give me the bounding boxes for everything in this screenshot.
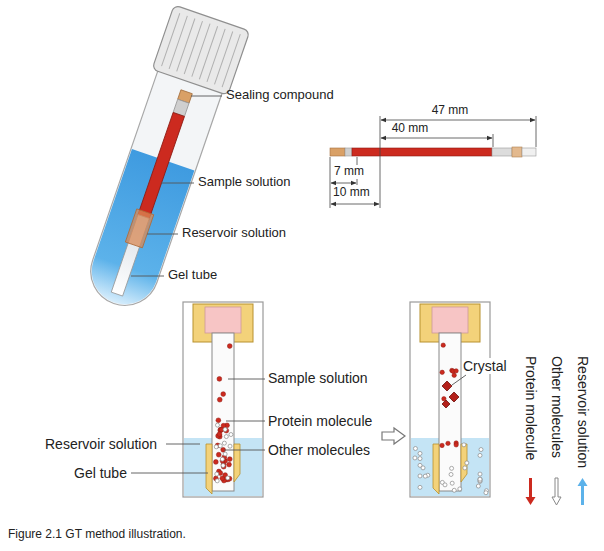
part-label: Reservoir solution — [45, 436, 157, 452]
part-label: Sample solution — [268, 370, 368, 386]
leader-lines — [131, 375, 466, 473]
tube-before — [183, 302, 263, 497]
part-label: Gel tube — [74, 465, 127, 481]
part-label: Sealing compound — [226, 88, 334, 103]
part-label: Gel tube — [168, 268, 217, 283]
crystals — [442, 381, 459, 408]
capillary-dimension-drawing — [330, 116, 536, 208]
part-label: Crystal — [462, 358, 508, 374]
part-label: Other molecules — [268, 442, 370, 458]
dimension-label: 10 mm — [333, 186, 370, 200]
part-label: Sample solution — [198, 175, 291, 190]
part-label: Reservoir solution — [182, 226, 286, 241]
tube-after — [410, 302, 490, 497]
test-tube — [76, 5, 250, 317]
dimension-label: 40 mm — [392, 122, 429, 136]
molecule-dots — [213, 343, 488, 495]
transition-arrow — [382, 428, 405, 444]
dimension-label: 47 mm — [432, 104, 469, 118]
part-label: Protein molecule — [268, 413, 372, 429]
legend-label: Protein molecule — [522, 356, 539, 460]
figure-caption: Figure 2.1 GT method illustration. — [8, 528, 186, 542]
legend-label: Other molecules — [548, 356, 565, 458]
dimension-label: 7 mm — [333, 165, 365, 179]
legend-label: Reservoir solution — [574, 356, 591, 468]
legend-arrows — [526, 478, 588, 505]
